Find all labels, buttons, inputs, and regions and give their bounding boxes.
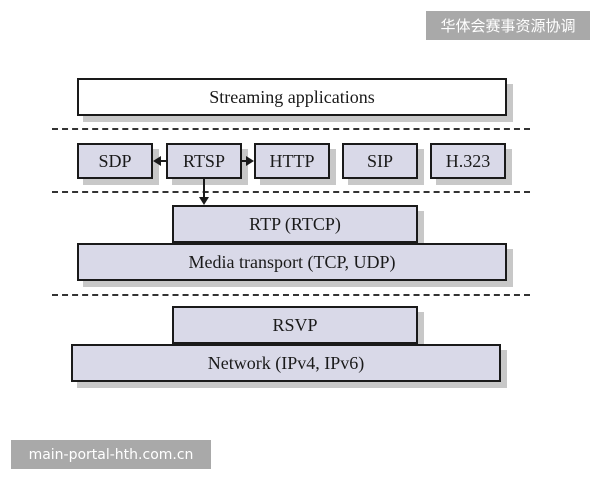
watermark-bottom: main-portal-hth.com.cn xyxy=(11,440,211,469)
rtsp-box: RTSP xyxy=(166,143,242,179)
layer-divider-1 xyxy=(52,128,530,130)
media-transport-box: Media transport (TCP, UDP) xyxy=(77,243,507,281)
http-box: HTTP xyxy=(254,143,330,179)
rtsp-to-rtp-arrow xyxy=(199,179,209,205)
sip-box: SIP xyxy=(342,143,418,179)
streaming-applications-layer: Streaming applications xyxy=(77,78,507,116)
layer-divider-2 xyxy=(52,191,530,193)
rtsp-to-sdp-arrow xyxy=(153,156,166,166)
rtp-rtcp-box: RTP (RTCP) xyxy=(172,205,418,243)
layer-divider-3 xyxy=(52,294,530,296)
network-box: Network (IPv4, IPv6) xyxy=(71,344,501,382)
rtsp-to-http-arrow xyxy=(242,156,254,166)
sdp-box: SDP xyxy=(77,143,153,179)
watermark-top: 华体会赛事资源协调 xyxy=(426,11,590,40)
rsvp-box: RSVP xyxy=(172,306,418,344)
h323-box: H.323 xyxy=(430,143,506,179)
